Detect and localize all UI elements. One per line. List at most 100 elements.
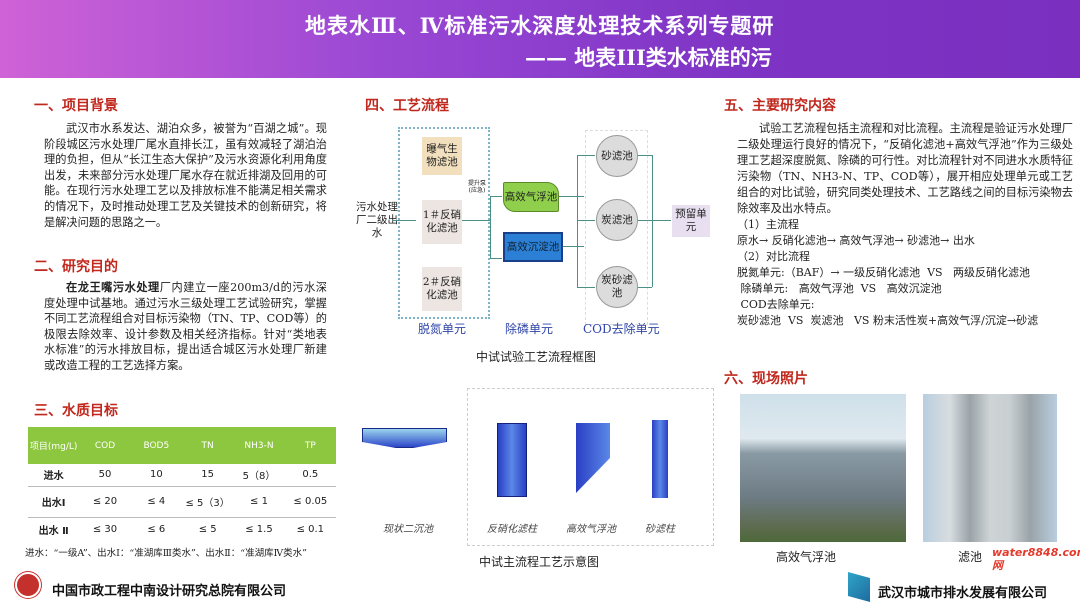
section2-body: 厂内建立一座200m3/d的污水深度处理中试基地。通过污水三级处理工艺试验研究，… bbox=[44, 281, 327, 372]
page-subtitle: —— 地表III类水标准的污 bbox=[525, 45, 772, 70]
table-row: 出水Ⅰ≤ 20≤ 4≤ 5（3）≤ 1≤ 0.05 bbox=[28, 486, 336, 518]
sedimentation-box: 高效沉淀池 bbox=[503, 232, 563, 262]
schematic-label: 高效气浮池 bbox=[566, 524, 616, 535]
section1-heading: 一、项目背景 bbox=[34, 98, 118, 114]
table-cell: ≤ 5（3） bbox=[181, 486, 234, 518]
table-cell: ≤ 5 bbox=[198, 523, 217, 535]
section5-list: （1）主流程原水→ 反硝化滤池→ 高效气浮池→ 砂滤池→ 出水 （2）对比流程脱氮… bbox=[737, 217, 1073, 329]
column-header: NH3-N bbox=[233, 427, 285, 464]
table-cell: ≤ 0.05 bbox=[284, 486, 336, 518]
filter-photo bbox=[923, 394, 1057, 542]
flow-line bbox=[490, 196, 491, 258]
table-cell: ≤ 0.1 bbox=[296, 523, 325, 535]
table-cell: 0.5 bbox=[284, 464, 336, 487]
column-header: TN bbox=[181, 427, 234, 464]
column-header: BOD5 bbox=[130, 427, 182, 464]
pump-label: 提升泵(应急) bbox=[467, 180, 486, 194]
schematic-frame bbox=[467, 388, 714, 546]
photo-caption: 高效气浮池 bbox=[776, 550, 837, 564]
table-cell: 10 bbox=[130, 464, 182, 487]
flow-diagram-caption: 中试试验工艺流程框图 bbox=[476, 350, 597, 364]
company-logo-icon bbox=[15, 572, 41, 598]
list-item: 脱氮单元:（BAF）→ 一级反硝化滤池 VS 两级反硝化滤池 bbox=[737, 266, 1031, 279]
cod-unit-label: COD去除单元 bbox=[583, 322, 660, 336]
table-row: 出水 Ⅱ ≤ 30 ≤ 6 ≤ 5 ≤ 1.5 ≤ 0.1 bbox=[28, 517, 336, 541]
table-cell: ≤ 30 bbox=[92, 523, 118, 535]
daf-box: 高效气浮池 bbox=[503, 182, 559, 212]
inlet-label: 污水处理厂二级出水 bbox=[356, 200, 398, 239]
column-header: TP bbox=[284, 427, 336, 464]
section5-text: 试验工艺流程包括主流程和对比流程。主流程是验证污水处理厂二级处理运行良好的情况下… bbox=[737, 122, 1073, 215]
column-header: COD bbox=[79, 427, 131, 464]
reserve-unit-box: 预留单元 bbox=[672, 205, 710, 237]
table-footnote: 进水：“一级A”、出水Ⅰ：“准湖库Ⅲ类水”、出水Ⅱ：“准湖库Ⅳ类水” bbox=[25, 548, 307, 559]
column-header: 项目(mg/L) bbox=[28, 427, 80, 464]
denitrification-column-graphic bbox=[497, 423, 527, 497]
footer-company-left: 中国市政工程中南设计研究总院有限公司 bbox=[52, 584, 287, 599]
flow-line bbox=[652, 155, 653, 287]
flow-line bbox=[490, 258, 502, 259]
flow-line bbox=[577, 155, 578, 287]
section6-heading: 六、现场照片 bbox=[724, 371, 808, 387]
list-item: （2）对比流程 bbox=[737, 250, 810, 263]
list-item: COD去除单元: bbox=[737, 298, 815, 311]
flow-line bbox=[638, 155, 652, 156]
section4-heading: 四、工艺流程 bbox=[365, 98, 449, 114]
denitrification-unit-label: 脱氮单元 bbox=[418, 322, 467, 336]
section5-heading: 五、主要研究内容 bbox=[724, 98, 836, 114]
list-item: 炭砂滤池 VS 炭滤池 VS 粉末活性炭+高效气浮/沉淀→砂滤 bbox=[737, 314, 1039, 327]
daf-photo bbox=[740, 394, 906, 542]
flow-line bbox=[392, 220, 416, 221]
sand-filter-node: 砂滤池 bbox=[596, 135, 638, 177]
schematic-label: 砂滤柱 bbox=[645, 524, 675, 535]
list-item: 原水→ 反硝化滤池→ 高效气浮池→ 砂滤池→ 出水 bbox=[737, 234, 975, 247]
table-cell: 50 bbox=[79, 464, 131, 487]
section2-bold: 在龙王嘴污水处理 bbox=[66, 280, 160, 294]
table-cell: 15 bbox=[181, 464, 234, 487]
carbon-filter-node: 炭滤池 bbox=[596, 199, 638, 241]
footer-company-right: 武汉市城市排水发展有限公司 bbox=[878, 586, 1048, 601]
section2-text: 在龙王嘴污水处理厂内建立一座200m3/d的污水深度处理中试基地。通过污水三级处… bbox=[44, 280, 327, 374]
flow-line bbox=[577, 155, 595, 156]
flow-line bbox=[638, 287, 652, 288]
phosphorus-unit-label: 除磷单元 bbox=[505, 322, 554, 336]
table-cell: ≤ 1 bbox=[233, 486, 285, 518]
flow-line bbox=[577, 287, 595, 288]
table-cell: ≤ 6 bbox=[147, 523, 166, 535]
flow-line bbox=[462, 220, 490, 221]
section3-heading: 三、水质目标 bbox=[34, 403, 118, 419]
table-cell: 出水Ⅰ bbox=[28, 486, 80, 518]
page-title: 地表水Ⅲ、Ⅳ标准污水深度处理技术系列专题研 bbox=[305, 13, 775, 38]
flow-line bbox=[490, 196, 502, 197]
clarifier-graphic bbox=[362, 428, 447, 448]
flow-line bbox=[559, 196, 584, 197]
table-cell: ≤ 1.5 bbox=[245, 523, 273, 535]
flow-line bbox=[563, 246, 584, 247]
section5-body: 试验工艺流程包括主流程和对比流程。主流程是验证污水处理厂二级处理运行良好的情况下… bbox=[737, 121, 1073, 329]
table-cell: ≤ 4 bbox=[130, 486, 182, 518]
sand-column-graphic bbox=[652, 420, 668, 498]
section1-text: 武汉市水系发达、湖泊众多，被誉为“百湖之城”。现阶段城区污水处理厂尾水直排长江，… bbox=[44, 122, 327, 229]
title-banner: 地表水Ⅲ、Ⅳ标准污水深度处理技术系列专题研 —— 地表III类水标准的污 bbox=[0, 0, 1080, 78]
denitrification-filter-1-box: 1＃反硝化滤池 bbox=[422, 200, 462, 244]
table-header-row: 项目(mg/L) COD BOD5 TN NH3-N TP bbox=[28, 427, 336, 464]
denitrification-filter-2-box: 2＃反硝化滤池 bbox=[422, 267, 462, 311]
list-item: （1）主流程 bbox=[737, 218, 799, 231]
carbon-sand-filter-node: 炭砂滤池 bbox=[596, 266, 638, 308]
flow-line bbox=[577, 220, 595, 221]
drainage-company-logo-icon bbox=[848, 572, 870, 602]
section2-heading: 二、研究目的 bbox=[34, 259, 118, 275]
flow-line bbox=[638, 220, 671, 221]
list-item: 除磷单元: 高效气浮池 VS 高效沉淀池 bbox=[737, 282, 942, 295]
denitrification-unit-frame bbox=[398, 127, 490, 319]
photo-caption: 滤池 bbox=[958, 550, 983, 564]
table-cell: 出水 Ⅱ bbox=[38, 525, 69, 537]
table-cell: 进水 bbox=[28, 464, 80, 487]
table-cell: 5（8） bbox=[233, 464, 285, 487]
watermark: water8848.com 网 bbox=[992, 546, 1080, 572]
table-cell: ≤ 20 bbox=[79, 486, 131, 518]
baf-box: 曝气生物滤池 bbox=[422, 137, 462, 175]
schematic-label: 现状二沉池 bbox=[383, 524, 433, 535]
